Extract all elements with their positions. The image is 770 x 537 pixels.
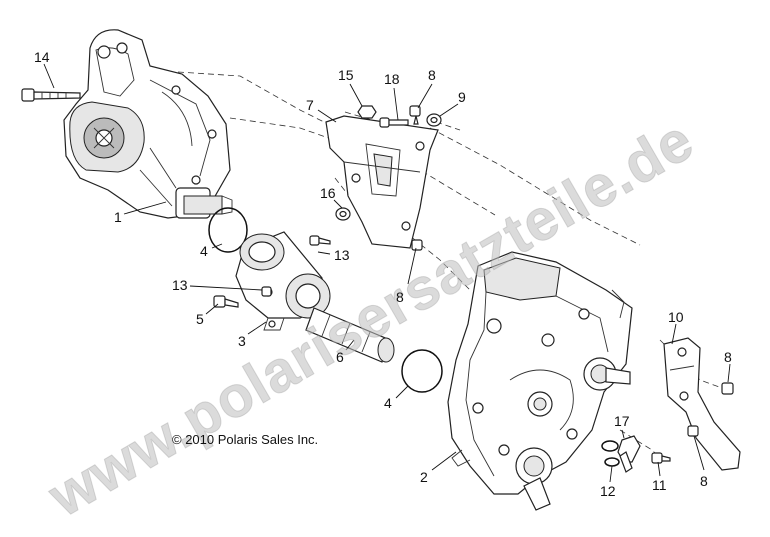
callout-15: 15 bbox=[338, 67, 354, 83]
bolt-5 bbox=[213, 295, 239, 308]
callout-8-bracket: 8 bbox=[396, 289, 404, 305]
copyright-text: © 2010 Polaris Sales Inc. bbox=[172, 432, 318, 447]
adapter-housing bbox=[235, 231, 331, 331]
callout-16: 16 bbox=[320, 185, 336, 201]
bolt-8-top bbox=[409, 105, 421, 125]
bolt-11 bbox=[651, 452, 671, 464]
leader-lines bbox=[43, 63, 731, 483]
callout-8-rear-lower: 8 bbox=[700, 473, 708, 489]
callout-2: 2 bbox=[420, 469, 428, 485]
bolt-8-bracket bbox=[411, 239, 423, 251]
callout-5: 5 bbox=[196, 311, 204, 327]
callout-13-upper: 13 bbox=[334, 247, 350, 263]
callout-4-lower: 4 bbox=[384, 395, 392, 411]
callout-8-rear-upper: 8 bbox=[724, 349, 732, 365]
callout-17: 17 bbox=[614, 413, 630, 429]
rear-bracket bbox=[663, 337, 741, 471]
callout-7: 7 bbox=[306, 97, 314, 113]
callout-3: 3 bbox=[238, 333, 246, 349]
callout-9: 9 bbox=[458, 89, 466, 105]
callout-11: 11 bbox=[652, 477, 667, 493]
washer-16 bbox=[335, 207, 351, 221]
callout-4-upper: 4 bbox=[200, 243, 208, 259]
callout-12: 12 bbox=[600, 483, 616, 499]
o-ring-upper bbox=[208, 207, 248, 253]
washer-9 bbox=[426, 113, 442, 127]
bolt-8-rear-lower bbox=[687, 425, 699, 437]
bolt-18 bbox=[379, 117, 409, 128]
seal-12 bbox=[601, 440, 620, 467]
callout-6: 6 bbox=[336, 349, 344, 365]
callout-8-top: 8 bbox=[428, 67, 436, 83]
bolt-13-lower bbox=[261, 286, 272, 297]
nut-15 bbox=[357, 105, 377, 119]
o-ring-lower bbox=[401, 349, 443, 393]
callout-18: 18 bbox=[384, 71, 400, 87]
bolt-14 bbox=[21, 88, 81, 102]
front-gearcase bbox=[63, 29, 233, 219]
bolt-8-rear-upper bbox=[721, 382, 734, 395]
mounting-bracket bbox=[325, 115, 439, 249]
callout-labels: 14 15 18 8 9 7 1 16 4 13 13 8 5 3 6 4 10… bbox=[34, 49, 732, 499]
sensor-17 bbox=[617, 435, 641, 473]
callout-14: 14 bbox=[34, 49, 50, 65]
transmission bbox=[447, 251, 633, 511]
callout-10: 10 bbox=[668, 309, 684, 325]
callout-1: 1 bbox=[114, 209, 122, 225]
bolt-13-upper bbox=[309, 235, 331, 246]
callout-13-lower: 13 bbox=[172, 277, 188, 293]
driveshaft-coupler bbox=[305, 307, 395, 363]
